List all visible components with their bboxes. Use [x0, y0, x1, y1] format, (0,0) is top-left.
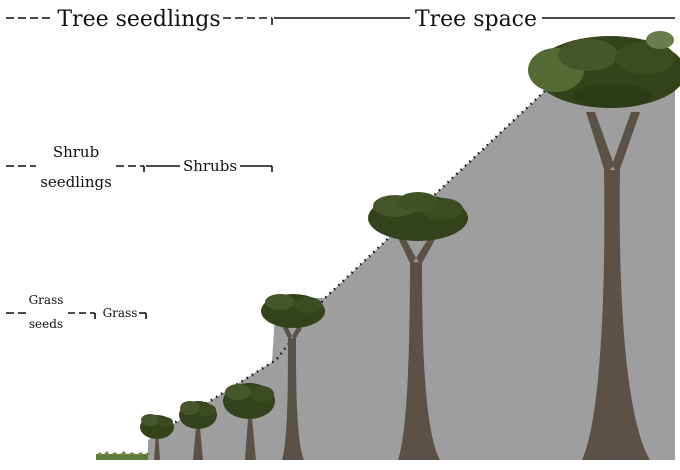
tree-space-label: Tree space — [415, 7, 537, 32]
tree-seedlings-label: Tree seedlings — [57, 7, 220, 32]
tree-seedlings-bracket: Tree seedlings — [6, 7, 273, 32]
tree-space-bracket: Tree space — [274, 7, 675, 32]
grass-bracket: Grass — [103, 306, 147, 320]
grass-label: Grass — [103, 306, 138, 320]
shrub-seedlings-label-line1: Shrub — [53, 143, 99, 161]
tree-large-5 — [368, 192, 468, 460]
shrub-seedlings-bracket: Shrub seedlings — [6, 143, 145, 191]
tree-sapling-1 — [140, 414, 174, 460]
shrubs-bracket: Shrubs — [146, 157, 273, 175]
shrub-seedlings-label-line2: seedlings — [40, 173, 112, 191]
grass-patch — [96, 451, 150, 460]
tree-young-3 — [223, 383, 275, 460]
grass-seeds-label-line1: Grass — [29, 293, 64, 307]
tree-sapling-2 — [179, 401, 217, 460]
grass-seeds-bracket: Grass seeds — [6, 293, 96, 331]
grass-seeds-label-line2: seeds — [29, 317, 63, 331]
tree-mature-6 — [528, 31, 680, 460]
tree-medium-4 — [261, 294, 325, 460]
shrubs-label: Shrubs — [183, 157, 237, 175]
